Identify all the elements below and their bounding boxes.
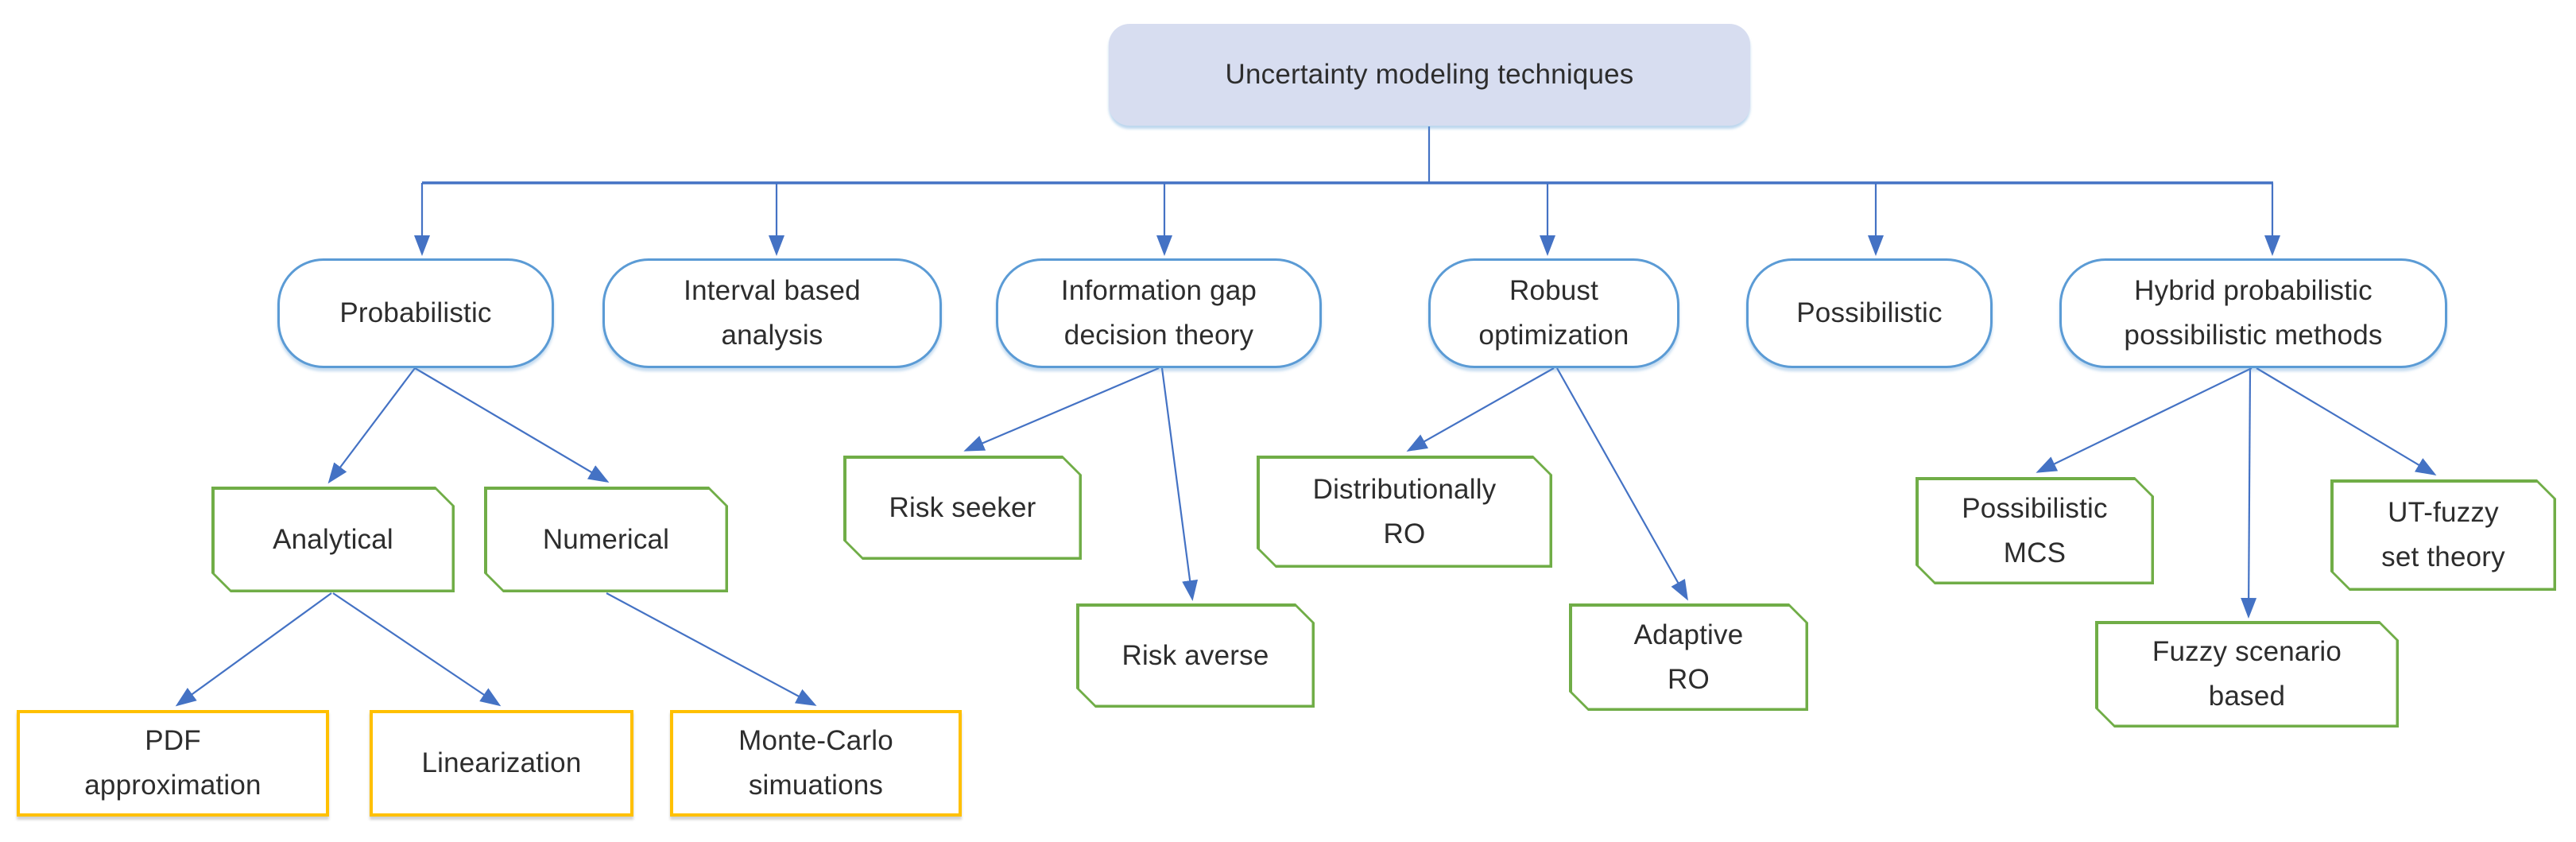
node-label: Risk averse bbox=[1121, 639, 1269, 671]
node-label: Robust optimization bbox=[1478, 275, 1629, 351]
node-information-gap-decision-theory: Information gap decision theory bbox=[996, 258, 1322, 368]
node-label: Numerical bbox=[542, 523, 670, 555]
node-analytical: Analytical bbox=[211, 487, 455, 592]
node-adaptive-ro: Adaptive RO bbox=[1569, 603, 1808, 711]
node-fill bbox=[215, 490, 452, 590]
node-label: Information gap decision theory bbox=[1060, 275, 1257, 351]
node-label: Analytical bbox=[273, 523, 393, 555]
node-label: Uncertainty modeling techniques bbox=[1225, 59, 1634, 90]
node-label: Risk seeker bbox=[889, 491, 1036, 523]
node-monte-carlo-simulations: Monte-Carlo simuations bbox=[670, 710, 962, 817]
node-label: Hybrid probabilistic possibilistic metho… bbox=[2124, 275, 2383, 351]
node-label: Interval based analysis bbox=[684, 275, 861, 351]
node-label: Adaptive RO bbox=[1633, 619, 1744, 695]
node-numerical: Numerical bbox=[484, 487, 728, 592]
node-fill bbox=[487, 490, 726, 590]
node-pdf-approximation: PDF approximation bbox=[17, 710, 329, 817]
node-label: Possibilistic MCS bbox=[1962, 492, 2108, 568]
node-fill bbox=[1572, 607, 1806, 708]
node-interval-based-analysis: Interval based analysis bbox=[602, 258, 942, 368]
node-label: Distributionally RO bbox=[1312, 473, 1497, 549]
node-label: UT-fuzzy set theory bbox=[2381, 497, 2505, 572]
node-ut-fuzzy-set-theory: UT-fuzzy set theory bbox=[2330, 479, 2556, 591]
node-fill bbox=[2334, 483, 2554, 588]
node-label: Probabilistic bbox=[339, 297, 492, 328]
node-uncertainty-modeling-techniques: Uncertainty modeling techniques bbox=[1109, 24, 1750, 126]
node-robust-optimization: Robust optimization bbox=[1428, 258, 1679, 368]
node-fuzzy-scenario-based: Fuzzy scenario based bbox=[2095, 621, 2399, 728]
node-hybrid-probabilistic-possibilistic-methods: Hybrid probabilistic possibilistic metho… bbox=[2059, 258, 2447, 368]
node-possibilistic: Possibilistic bbox=[1746, 258, 1993, 368]
node-label: Possibilistic bbox=[1796, 297, 1943, 328]
node-risk-seeker: Risk seeker bbox=[843, 456, 1082, 560]
node-label: Linearization bbox=[421, 747, 582, 778]
node-risk-averse: Risk averse bbox=[1076, 603, 1315, 708]
node-fill bbox=[1079, 607, 1312, 705]
node-label: Fuzzy scenario based bbox=[2152, 636, 2342, 712]
node-probabilistic: Probabilistic bbox=[277, 258, 554, 368]
node-distributionally-ro: Distributionally RO bbox=[1257, 456, 1552, 568]
node-fill bbox=[846, 459, 1079, 557]
node-fill bbox=[1260, 459, 1550, 565]
node-fill bbox=[2098, 624, 2396, 725]
node-linearization: Linearization bbox=[370, 710, 633, 817]
node-fill bbox=[1919, 480, 2152, 582]
node-label: Monte-Carlo simuations bbox=[738, 725, 893, 801]
node-possibilistic-mcs: Possibilistic MCS bbox=[1916, 477, 2154, 584]
node-label: PDF approximation bbox=[84, 725, 261, 801]
